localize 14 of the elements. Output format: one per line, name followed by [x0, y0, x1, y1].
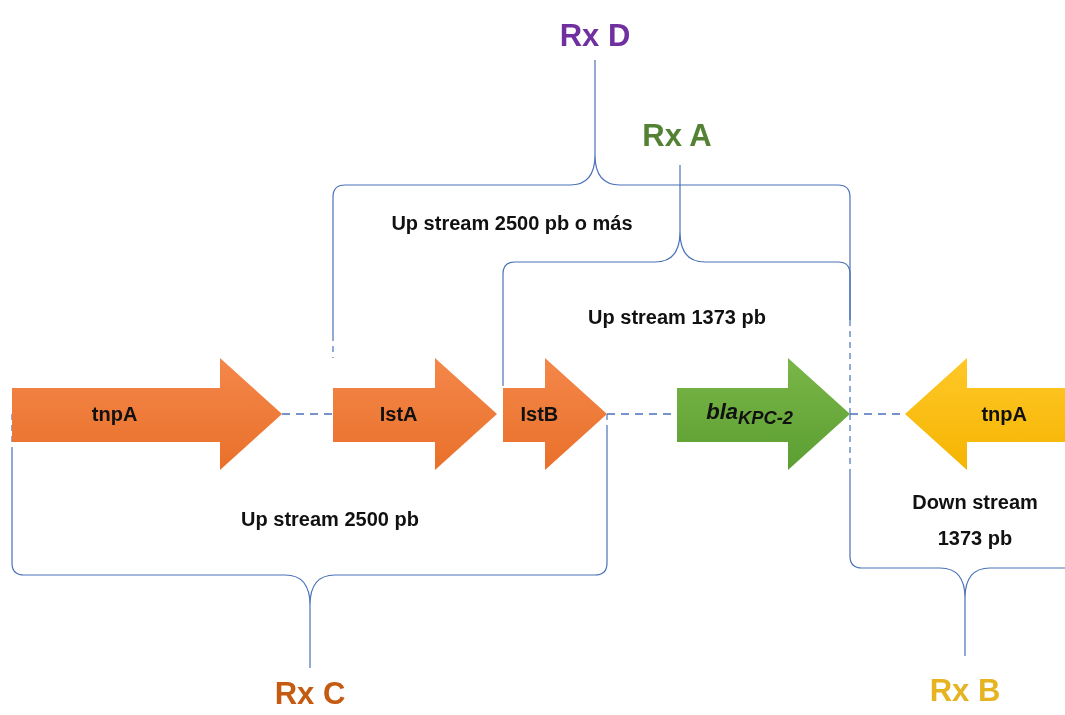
gene-name: bla$_{KPC-2}$: [706, 398, 794, 430]
gene-name: IstA: [379, 402, 418, 426]
dashed-line: [281, 413, 334, 415]
gene-arrow: [905, 358, 1065, 470]
gene-arrow: [333, 358, 497, 470]
region-label: Up stream 1373 pb: [588, 306, 766, 329]
gene-name: tnpA: [981, 402, 1027, 426]
gene-name: IstB: [520, 402, 559, 426]
gene-name: tnpA: [91, 402, 138, 426]
region-label: Up stream 2500 pb o más: [391, 212, 633, 235]
gene-arrow: [503, 358, 607, 470]
gene-arrow: [677, 358, 850, 470]
gene-arrow: [12, 358, 282, 470]
region-label: Up stream 2500 pb: [241, 508, 419, 531]
